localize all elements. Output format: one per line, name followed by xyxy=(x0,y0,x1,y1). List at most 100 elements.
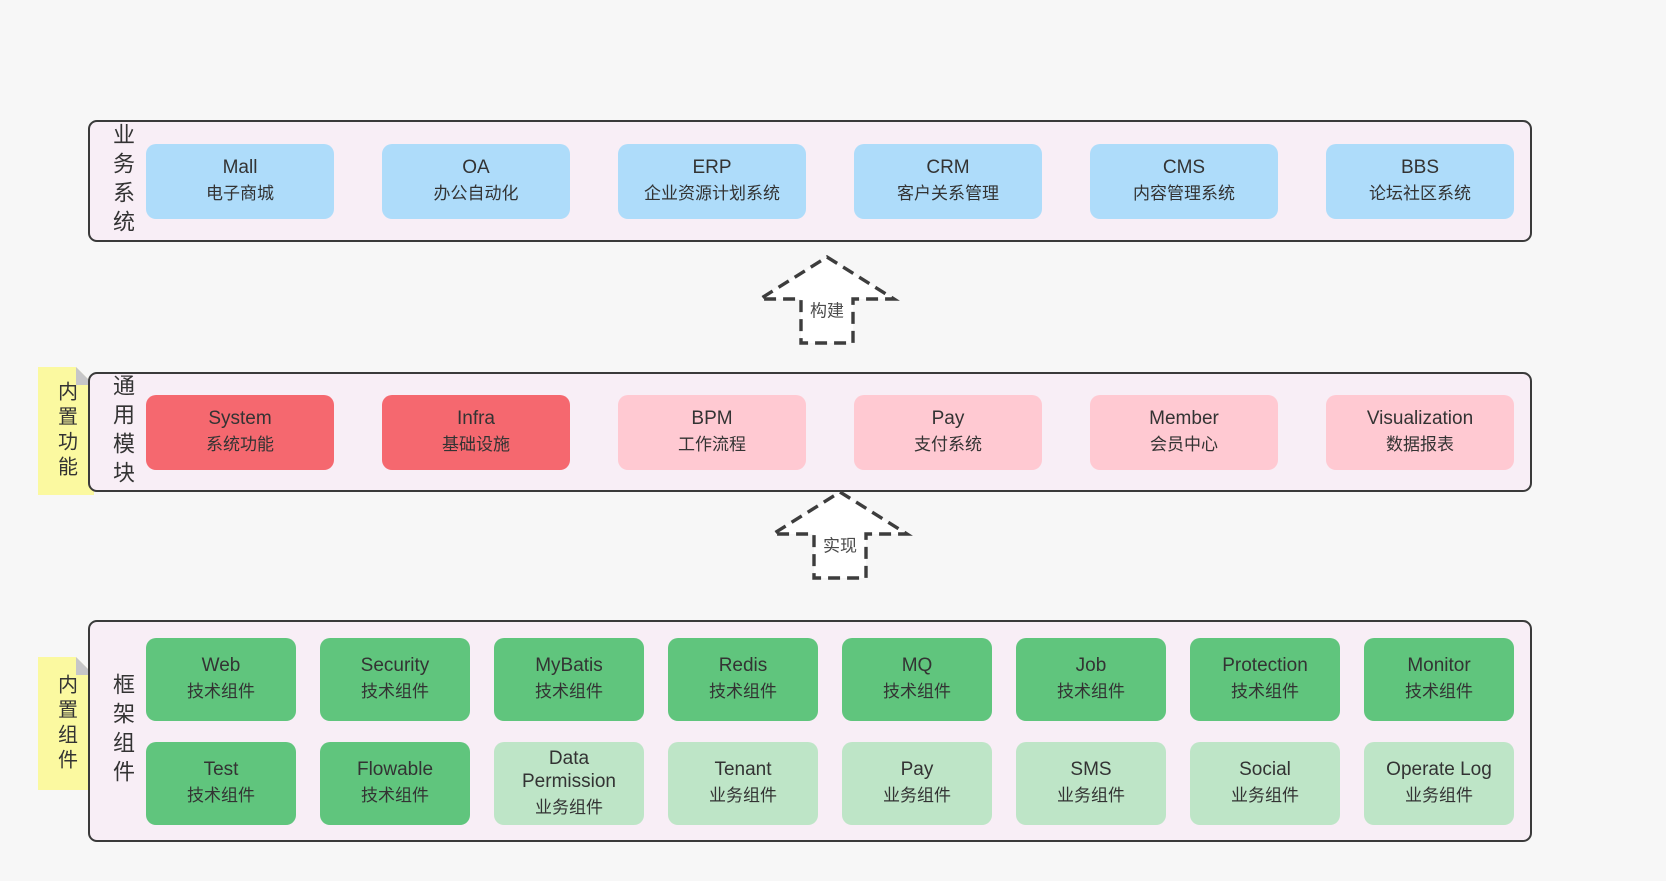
box-bpm: BPM 工作流程 xyxy=(618,394,806,470)
band-components-label: 框架组件 xyxy=(110,673,135,789)
box-bpm-title: BPM xyxy=(691,408,733,430)
box-oa-title: OA xyxy=(462,157,490,179)
box-system: System 系统功能 xyxy=(146,394,334,470)
box-monitor: Monitor 技术组件 xyxy=(1364,637,1514,721)
arrow-build-up-icon: 构建 xyxy=(742,252,912,347)
box-redis-title: Redis xyxy=(718,655,768,677)
box-mq-subtitle: 技术组件 xyxy=(883,682,951,702)
box-mall-subtitle: 电子商城 xyxy=(206,184,274,204)
band-framework-components: 框架组件 Web 技术组件 Security 技术组件 MyBatis 技术组件… xyxy=(88,620,1532,842)
box-crm-title: CRM xyxy=(926,157,970,179)
box-pay-biz-subtitle: 业务组件 xyxy=(883,786,951,806)
box-bpm-subtitle: 工作流程 xyxy=(678,435,746,455)
band-common-modules: 通用模块 System 系统功能 Infra 基础设施 BPM 工作流程 Pay… xyxy=(88,372,1532,492)
box-visualization: Visualization 数据报表 xyxy=(1326,394,1514,470)
box-flowable-subtitle: 技术组件 xyxy=(361,786,429,806)
box-web-subtitle: 技术组件 xyxy=(187,682,255,702)
arrow-build-label: 构建 xyxy=(806,295,848,323)
sticky-components-label: 内置组件 xyxy=(54,673,77,774)
box-cms: CMS 内容管理系统 xyxy=(1090,143,1278,219)
business-boxes: Mall 电子商城 OA 办公自动化 ERP 企业资源计划系统 CRM 客户关系… xyxy=(138,143,1530,219)
box-test-title: Test xyxy=(203,759,239,781)
box-tenant: Tenant 业务组件 xyxy=(668,741,818,825)
box-web: Web 技术组件 xyxy=(146,637,296,721)
box-security: Security 技术组件 xyxy=(320,637,470,721)
box-protection-title: Protection xyxy=(1222,655,1308,677)
band-modules-label: 通用模块 xyxy=(110,374,135,490)
box-test: Test 技术组件 xyxy=(146,741,296,825)
box-crm-subtitle: 客户关系管理 xyxy=(897,184,999,204)
box-mq: MQ 技术组件 xyxy=(842,637,992,721)
box-mq-title: MQ xyxy=(901,655,933,677)
arrow-implement-up-icon: 实现 xyxy=(755,487,925,582)
box-tenant-title: Tenant xyxy=(714,759,772,781)
band-business-label: 业务系统 xyxy=(110,123,135,239)
sticky-note-built-in-components: 内置组件 xyxy=(38,657,94,790)
box-mybatis-title: MyBatis xyxy=(535,655,603,677)
box-flowable-title: Flowable xyxy=(356,759,434,781)
box-social-title: Social xyxy=(1239,759,1291,781)
box-data-permission: Data Permission 业务组件 xyxy=(494,741,644,825)
box-data-permission-subtitle: 业务组件 xyxy=(535,797,603,817)
box-mall-title: Mall xyxy=(222,157,258,179)
module-boxes: System 系统功能 Infra 基础设施 BPM 工作流程 Pay 支付系统… xyxy=(138,394,1530,470)
box-infra: Infra 基础设施 xyxy=(382,394,570,470)
box-sms: SMS 业务组件 xyxy=(1016,741,1166,825)
component-row-1: Web 技术组件 Security 技术组件 MyBatis 技术组件 Redi… xyxy=(146,637,1514,721)
box-protection: Protection 技术组件 xyxy=(1190,637,1340,721)
box-member-subtitle: 会员中心 xyxy=(1150,435,1218,455)
box-test-subtitle: 技术组件 xyxy=(187,786,255,806)
box-bbs: BBS 论坛社区系统 xyxy=(1326,143,1514,219)
box-security-title: Security xyxy=(360,655,430,677)
box-mybatis: MyBatis 技术组件 xyxy=(494,637,644,721)
box-security-subtitle: 技术组件 xyxy=(361,682,429,702)
box-pay-title: Pay xyxy=(931,408,965,430)
box-sms-title: SMS xyxy=(1070,759,1112,781)
box-infra-subtitle: 基础设施 xyxy=(442,435,510,455)
box-pay-biz: Pay 业务组件 xyxy=(842,741,992,825)
box-redis: Redis 技术组件 xyxy=(668,637,818,721)
box-bbs-subtitle: 论坛社区系统 xyxy=(1369,184,1471,204)
box-monitor-title: Monitor xyxy=(1407,655,1471,677)
box-protection-subtitle: 技术组件 xyxy=(1231,682,1299,702)
box-flowable: Flowable 技术组件 xyxy=(320,741,470,825)
box-erp-title: ERP xyxy=(692,157,732,179)
component-grid: Web 技术组件 Security 技术组件 MyBatis 技术组件 Redi… xyxy=(138,637,1530,825)
box-system-title: System xyxy=(208,408,272,430)
box-operate-log-subtitle: 业务组件 xyxy=(1405,786,1473,806)
box-visualization-subtitle: 数据报表 xyxy=(1386,435,1454,455)
box-pay: Pay 支付系统 xyxy=(854,394,1042,470)
box-pay-subtitle: 支付系统 xyxy=(914,435,982,455)
box-job-subtitle: 技术组件 xyxy=(1057,682,1125,702)
box-redis-subtitle: 技术组件 xyxy=(709,682,777,702)
box-monitor-subtitle: 技术组件 xyxy=(1405,682,1473,702)
box-social-subtitle: 业务组件 xyxy=(1231,786,1299,806)
arrow-implement-label: 实现 xyxy=(819,530,861,558)
box-operate-log: Operate Log 业务组件 xyxy=(1364,741,1514,825)
box-infra-title: Infra xyxy=(456,408,496,430)
box-visualization-title: Visualization xyxy=(1366,408,1474,430)
box-job: Job 技术组件 xyxy=(1016,637,1166,721)
sticky-note-built-in-features: 内置功能 xyxy=(38,367,94,495)
box-social: Social 业务组件 xyxy=(1190,741,1340,825)
box-tenant-subtitle: 业务组件 xyxy=(709,786,777,806)
sticky-features-label: 内置功能 xyxy=(54,381,77,481)
component-row-2: Test 技术组件 Flowable 技术组件 Data Permission … xyxy=(146,741,1514,825)
box-data-permission-title: Data Permission xyxy=(522,748,616,792)
box-web-title: Web xyxy=(201,655,241,677)
box-erp-subtitle: 企业资源计划系统 xyxy=(644,184,780,204)
band-business-systems: 业务系统 Mall 电子商城 OA 办公自动化 ERP 企业资源计划系统 CRM… xyxy=(88,120,1532,242)
box-pay-biz-title: Pay xyxy=(900,759,934,781)
box-cms-title: CMS xyxy=(1162,157,1206,179)
box-member: Member 会员中心 xyxy=(1090,394,1278,470)
box-system-subtitle: 系统功能 xyxy=(206,435,274,455)
box-job-title: Job xyxy=(1075,655,1107,677)
box-operate-log-title: Operate Log xyxy=(1386,759,1492,781)
box-member-title: Member xyxy=(1149,408,1219,430)
box-mall: Mall 电子商城 xyxy=(146,143,334,219)
box-oa-subtitle: 办公自动化 xyxy=(433,184,519,204)
box-crm: CRM 客户关系管理 xyxy=(854,143,1042,219)
box-erp: ERP 企业资源计划系统 xyxy=(618,143,806,219)
box-oa: OA 办公自动化 xyxy=(382,143,570,219)
box-sms-subtitle: 业务组件 xyxy=(1057,786,1125,806)
